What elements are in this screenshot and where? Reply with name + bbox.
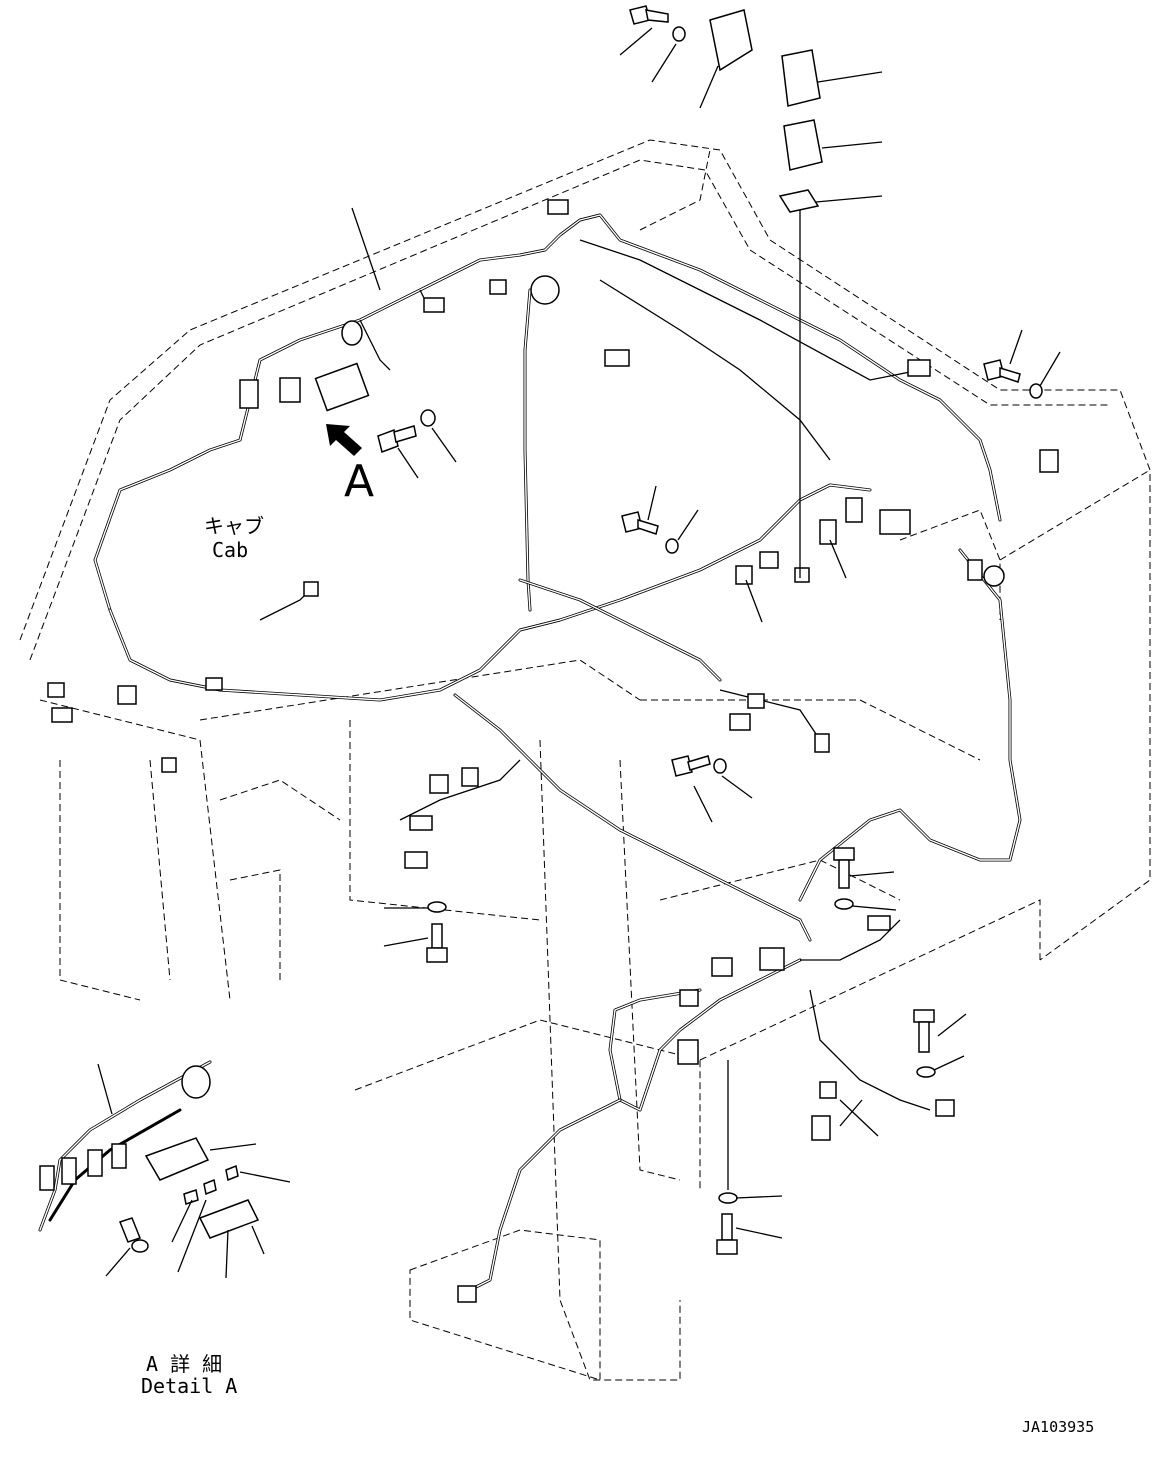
relay-parts [709, 9, 823, 578]
detail-a-label-jp: A 詳 細 [146, 1352, 223, 1376]
leader-lines [351, 27, 1061, 1239]
fasteners [377, 5, 1043, 1255]
main-harness [93, 213, 1022, 1292]
view-a-label: A [344, 456, 375, 507]
cab-label-en: Cab [212, 538, 249, 562]
connectors [47, 199, 1059, 1303]
detail-a-label-en: Detail A [141, 1374, 238, 1398]
arrow-icon [326, 424, 362, 456]
drawing-code: JA103935 [1022, 1418, 1095, 1436]
cab-label-jp: キャブ [204, 514, 264, 538]
detail-a-inset [38, 1060, 291, 1279]
